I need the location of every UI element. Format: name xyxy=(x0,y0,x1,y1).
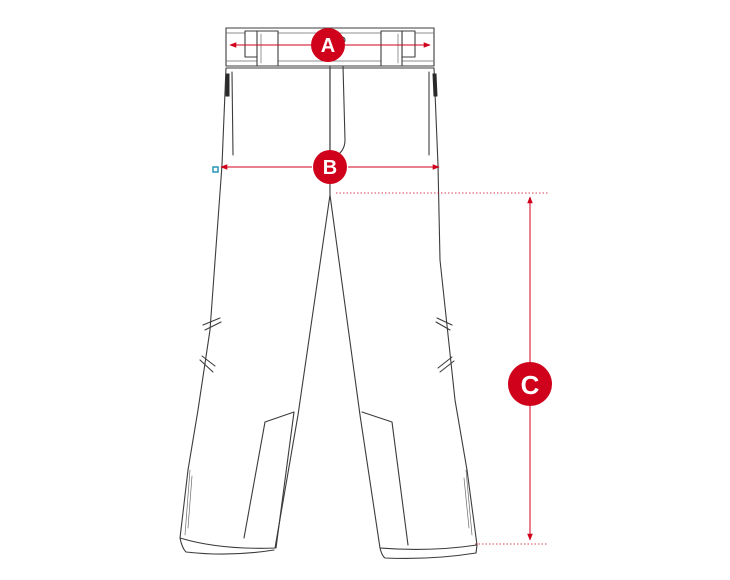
right-inner-panel xyxy=(361,411,409,546)
measurement-c-badge xyxy=(508,362,552,406)
right-cuff xyxy=(379,544,478,559)
right-knee-dart-3 xyxy=(437,356,453,369)
measurement-a: A xyxy=(229,28,431,62)
left-pocket-zipper xyxy=(225,73,230,97)
measurement-a-badge xyxy=(311,28,345,62)
left-knee-dart-2 xyxy=(204,321,222,331)
right-gaiter-seam xyxy=(465,469,473,536)
right-buckle-outer xyxy=(401,30,416,58)
right-knee-dart-1 xyxy=(436,317,453,326)
left-belt-loop xyxy=(256,30,279,67)
side-tag xyxy=(212,166,219,173)
right-knee-dart-2 xyxy=(435,321,451,331)
right-pocket-zipper xyxy=(432,73,438,97)
left-knee-dart-1 xyxy=(202,317,221,326)
left-leg xyxy=(179,67,331,549)
left-cuff xyxy=(179,537,275,555)
left-knee-dart-4 xyxy=(201,355,216,367)
right-leg xyxy=(329,67,478,550)
left-gaiter-seam-2 xyxy=(187,475,193,529)
measurement-b: B xyxy=(220,150,440,184)
pants-outline xyxy=(179,27,478,559)
left-pocket-seam xyxy=(231,71,234,156)
right-knee-dart-4 xyxy=(439,360,455,373)
left-buckle-outer xyxy=(244,30,259,58)
measurement-c: C xyxy=(336,192,552,545)
measurement-b-badge xyxy=(313,150,347,184)
right-gaiter-seam-2 xyxy=(463,477,470,529)
measurement-a-label: A xyxy=(321,35,335,57)
measurement-c-label: C xyxy=(521,370,540,400)
left-inner-panel xyxy=(264,411,295,549)
right-belt-loop xyxy=(380,30,403,67)
measurement-b-label: B xyxy=(323,157,337,179)
left-knee-dart-3 xyxy=(199,359,214,373)
left-panel-edge xyxy=(243,421,266,539)
left-gaiter-seam xyxy=(184,469,191,536)
